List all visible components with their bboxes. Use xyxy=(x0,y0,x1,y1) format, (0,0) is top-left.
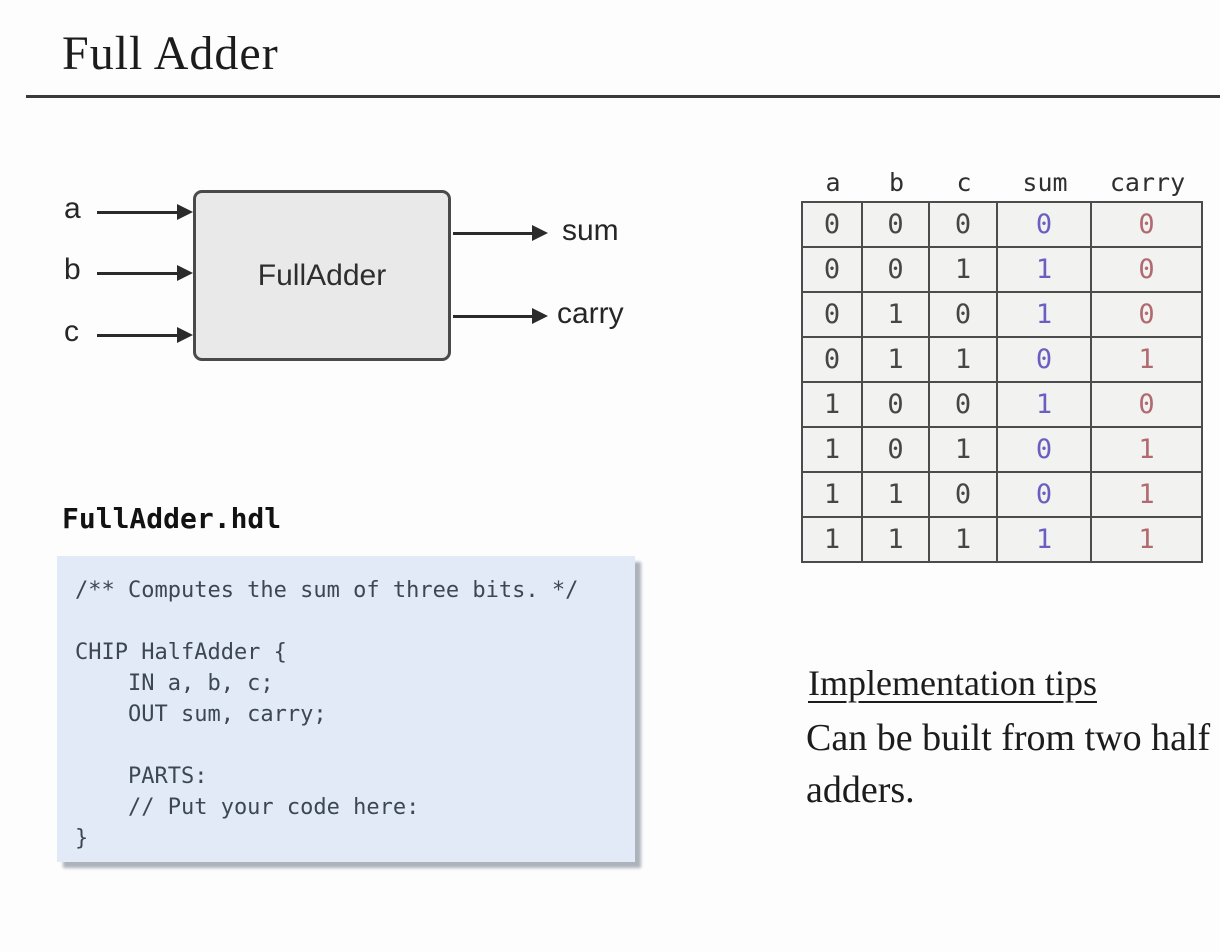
truth-table-cell: 1 xyxy=(1090,516,1203,563)
truth-table-cell: 0 xyxy=(928,201,998,248)
arrow-right-icon xyxy=(532,308,548,324)
truth-table-cell: 0 xyxy=(928,471,998,518)
truth-table-cell: 1 xyxy=(801,426,863,473)
wire-carry xyxy=(453,315,533,318)
truth-table-cell: 1 xyxy=(1090,471,1203,518)
truth-table-cell: 1 xyxy=(1090,426,1203,473)
output-label-carry: carry xyxy=(557,297,624,330)
truth-table-cell: 0 xyxy=(861,246,930,293)
truth-table-cell: 0 xyxy=(801,291,863,338)
tips-body: Can be built from two half adders. xyxy=(806,717,1211,812)
truth-table-cell: 1 xyxy=(996,381,1092,428)
truth-table-cell: 0 xyxy=(801,201,863,248)
truth-table-cell: 1 xyxy=(801,381,863,428)
truth-table-cell: 1 xyxy=(861,336,930,383)
truth-table-cell: 0 xyxy=(928,381,998,428)
truth-table-cell: 1 xyxy=(928,336,998,383)
wire-c xyxy=(97,334,178,337)
tips-heading: Implementation tips xyxy=(808,663,1097,703)
arrow-right-icon xyxy=(177,327,193,343)
truth-table-cell: 1 xyxy=(996,246,1092,293)
truth-table-cell: 1 xyxy=(861,471,930,518)
truth-table-cell: 0 xyxy=(996,336,1092,383)
wire-b xyxy=(97,272,178,275)
arrow-right-icon xyxy=(532,225,548,241)
chip-box: FullAdder xyxy=(193,190,451,361)
truth-table-header-cell: a xyxy=(825,167,841,197)
truth-table-cell: 1 xyxy=(928,516,998,563)
truth-table-cell: 0 xyxy=(861,381,930,428)
truth-table-cell: 0 xyxy=(1090,201,1203,248)
truth-table-cell: 1 xyxy=(861,291,930,338)
input-label-c: c xyxy=(64,315,79,348)
title-divider xyxy=(26,95,1220,98)
truth-table-cell: 0 xyxy=(996,201,1092,248)
chip-label: FullAdder xyxy=(257,258,387,292)
arrow-right-icon xyxy=(177,265,193,281)
truth-table-cell: 0 xyxy=(861,426,930,473)
truth-table-cell: 1 xyxy=(1090,336,1203,383)
output-label-sum: sum xyxy=(562,214,619,247)
truth-table-cell: 0 xyxy=(1090,291,1203,338)
truth-table-header-cell: sum xyxy=(1022,167,1068,197)
truth-table-cell: 1 xyxy=(801,471,863,518)
truth-table-cell: 0 xyxy=(801,336,863,383)
wire-a xyxy=(97,211,178,214)
truth-table-cell: 0 xyxy=(1090,381,1203,428)
truth-table-header-cell: c xyxy=(956,167,972,197)
truth-table-cell: 0 xyxy=(996,426,1092,473)
truth-table-cell: 1 xyxy=(861,516,930,563)
input-label-b: b xyxy=(64,253,81,286)
truth-table-header-cell: b xyxy=(888,167,905,197)
code-filename: FullAdder.hdl xyxy=(62,502,282,535)
wire-sum xyxy=(453,232,533,235)
page-title: Full Adder xyxy=(62,27,279,80)
truth-table-cell: 0 xyxy=(928,291,998,338)
code-content: /** Computes the sum of three bits. */ C… xyxy=(75,578,579,851)
truth-table-header-row: a b c sum carry xyxy=(803,167,1203,197)
truth-table-cell: 0 xyxy=(861,201,930,248)
truth-table-header-cell: carry xyxy=(1109,167,1186,197)
truth-table-cell: 0 xyxy=(1090,246,1203,293)
truth-table-cell: 0 xyxy=(801,246,863,293)
truth-table-cell: 1 xyxy=(801,516,863,563)
code-box: /** Computes the sum of three bits. */ C… xyxy=(57,556,635,862)
truth-table-cell: 0 xyxy=(996,471,1092,518)
truth-table-cell: 1 xyxy=(996,516,1092,563)
input-label-a: a xyxy=(64,192,81,225)
truth-table-cell: 1 xyxy=(928,426,998,473)
truth-table-cell: 1 xyxy=(996,291,1092,338)
arrow-right-icon xyxy=(177,204,193,220)
truth-table-cell: 1 xyxy=(928,246,998,293)
